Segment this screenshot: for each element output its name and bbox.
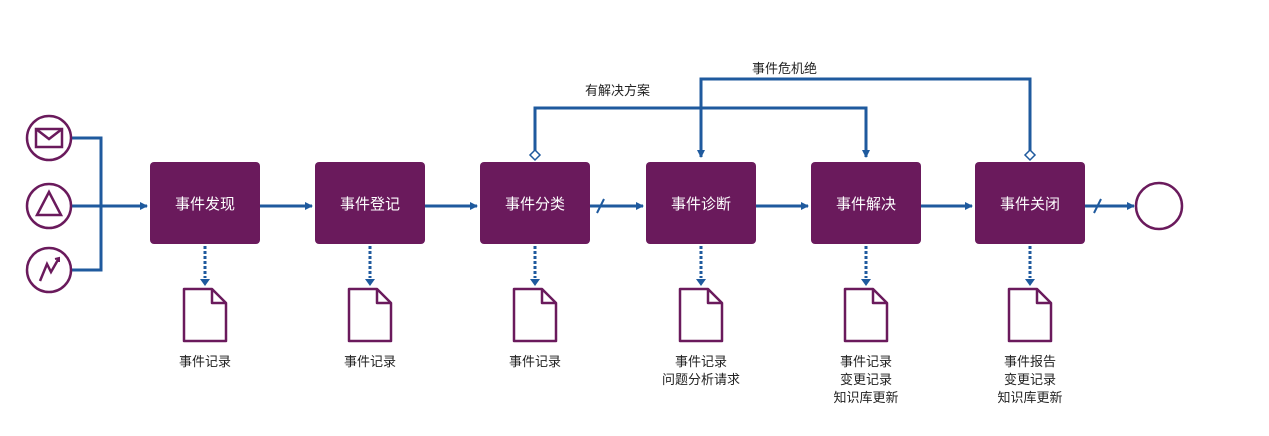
output-label: 事件记录: [674, 355, 727, 370]
output-label: 事件记录: [178, 355, 231, 370]
output-arrow-head: [530, 279, 540, 286]
output-label: 知识库更新: [997, 391, 1063, 406]
branch-origin-diamond: [1023, 148, 1037, 162]
stage-box: 事件解决: [811, 162, 921, 244]
stage-box: 事件诊断: [646, 162, 756, 244]
output-labels: 事件记录: [135, 354, 275, 372]
output-arrow-head: [696, 279, 706, 286]
document-icon: [678, 287, 724, 343]
stage-box: 事件分类: [480, 162, 590, 244]
output-label: 知识库更新: [833, 391, 899, 406]
edge-label-has-solution: 有解决方案: [585, 84, 651, 99]
document-icon: [182, 287, 228, 343]
branch-crisis: [697, 77, 1032, 158]
output-labels: 事件记录变更记录知识库更新: [796, 354, 936, 408]
edge-label-crisis: 事件危机绝: [752, 62, 818, 77]
document-icon: [843, 287, 889, 343]
trigger-connectors: [72, 136, 148, 272]
output-arrow-head: [861, 279, 871, 286]
output-arrow-head: [365, 279, 375, 286]
default-flow-marks: [596, 198, 1102, 214]
envelope-icon: [25, 114, 73, 162]
output-label: 变更记录: [1003, 373, 1056, 388]
outputs-layer: [182, 246, 1053, 343]
lightning-icon: [25, 246, 73, 294]
end-event: [1134, 181, 1184, 231]
stage-box: 事件发现: [150, 162, 260, 244]
document-icon: [347, 287, 393, 343]
output-arrow-head: [200, 279, 210, 286]
output-arrow-head: [1025, 279, 1035, 286]
output-labels: 事件报告变更记录知识库更新: [960, 354, 1100, 408]
branch-origin-diamond: [528, 148, 542, 162]
output-label: 事件记录: [508, 355, 561, 370]
output-label: 问题分析请求: [661, 373, 740, 388]
output-label: 事件报告: [1003, 355, 1056, 370]
output-label: 事件记录: [839, 355, 892, 370]
stage-box: 事件关闭: [975, 162, 1085, 244]
output-label: 事件记录: [343, 355, 396, 370]
triangle-icon: [25, 182, 73, 230]
output-labels: 事件记录: [300, 354, 440, 372]
document-icon: [512, 287, 558, 343]
output-labels: 事件记录: [465, 354, 605, 372]
output-label: 变更记录: [839, 373, 892, 388]
document-icon: [1007, 287, 1053, 343]
stage-box: 事件登记: [315, 162, 425, 244]
output-labels: 事件记录问题分析请求: [631, 354, 771, 390]
